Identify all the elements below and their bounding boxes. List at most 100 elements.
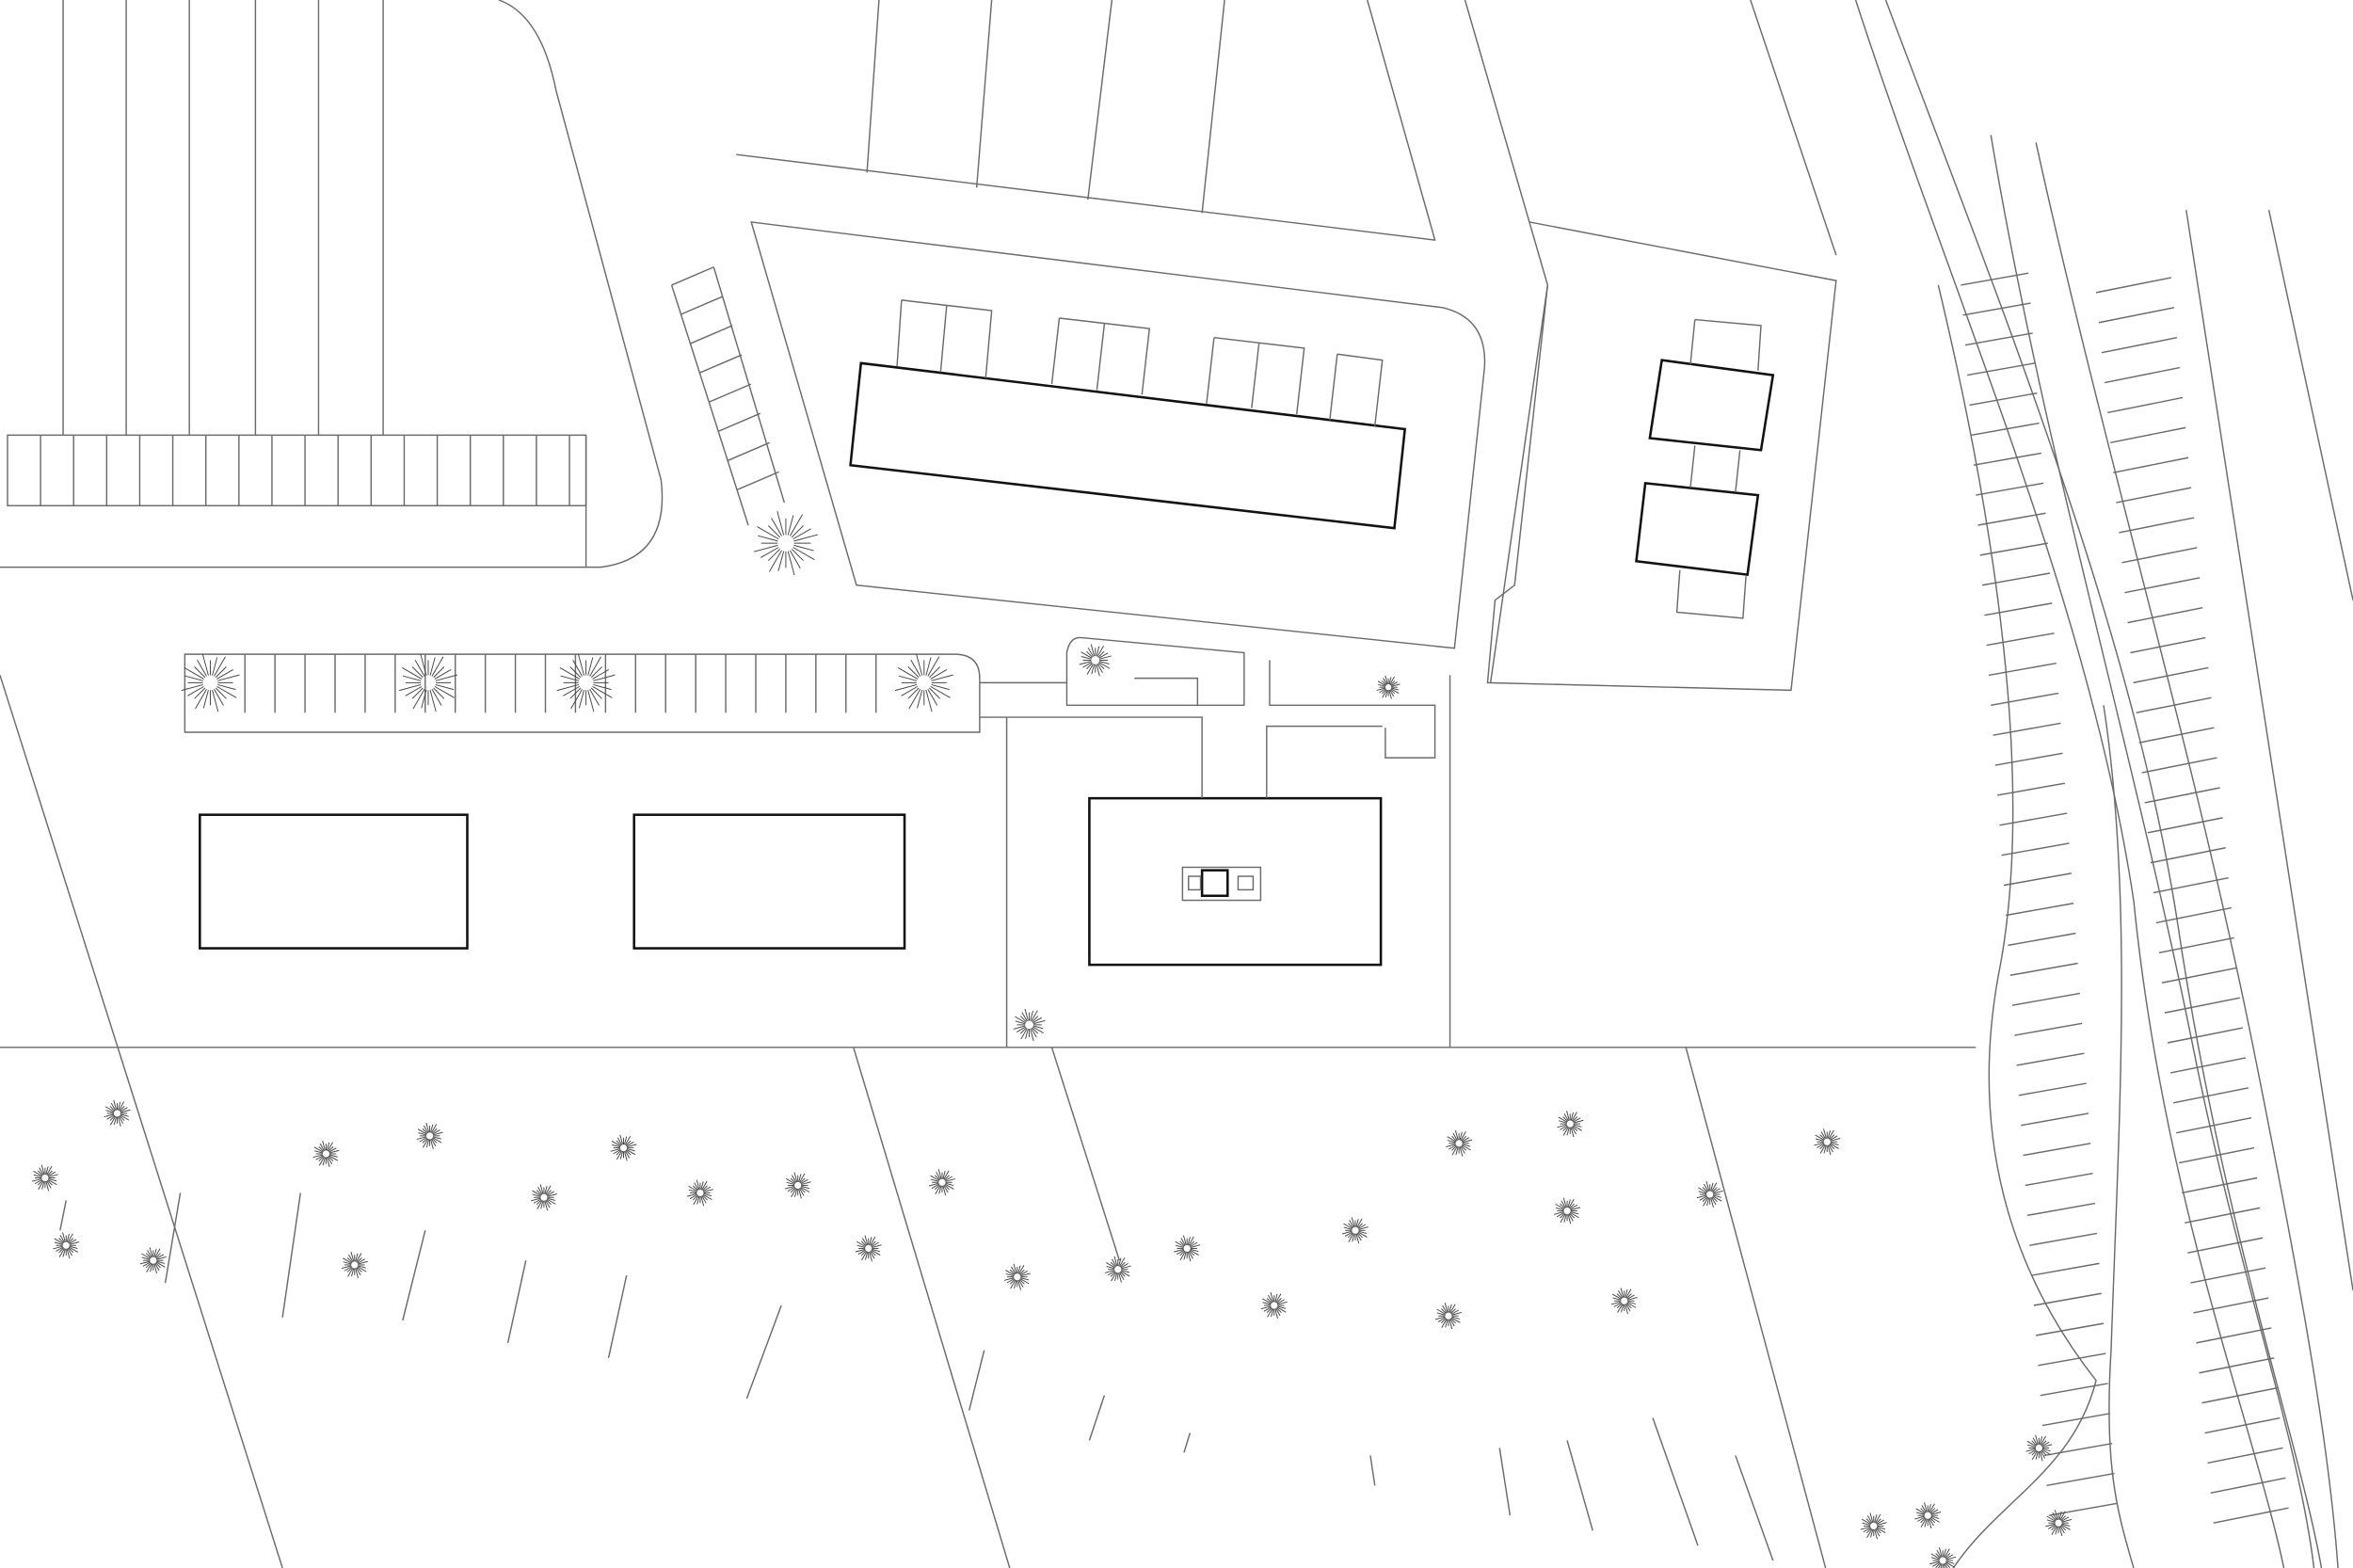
tree-branch: [790, 1187, 796, 1193]
tree-branch: [1086, 663, 1094, 670]
tree-branch: [1267, 1307, 1273, 1318]
tree-branch: [1080, 651, 1093, 659]
tree-branch: [1461, 1137, 1470, 1143]
tree-branch: [1032, 1016, 1043, 1024]
tree-branch: [1572, 1116, 1578, 1122]
tree-branch: [540, 1200, 544, 1209]
tree-branch: [1935, 1553, 1941, 1559]
slope-hatch: [2210, 1477, 2286, 1494]
slope-hatch: [2011, 992, 2081, 1006]
slope-hatch: [1986, 632, 2055, 647]
tree-branch: [1451, 1145, 1458, 1156]
tree-branch: [791, 525, 804, 538]
tree-branch: [1086, 664, 1095, 675]
tree-branch: [1875, 1528, 1881, 1537]
tree-branch: [546, 1198, 556, 1205]
tree-branch: [1558, 1120, 1567, 1124]
tree-branch: [434, 669, 452, 680]
tree-branch: [1118, 1272, 1122, 1283]
tree-branch: [613, 1148, 621, 1155]
slope-hatch: [2182, 1176, 2258, 1194]
tree-branch: [1357, 1232, 1363, 1239]
tree-branch: [1019, 1016, 1027, 1023]
tree-branch: [119, 1105, 125, 1112]
tree-branch: [1025, 1028, 1029, 1039]
trees: [31, 511, 2073, 1568]
tree-branch: [1815, 1138, 1824, 1142]
tree-branch: [1266, 1298, 1273, 1304]
tree-branch: [327, 1142, 334, 1152]
slope-hatch: [2021, 1112, 2089, 1127]
tree-branch: [793, 1172, 798, 1183]
tree-branch: [1711, 1196, 1717, 1206]
tree-branch: [1454, 1129, 1459, 1141]
tree-branch: [1612, 1297, 1622, 1301]
tree-branch: [1352, 1233, 1355, 1242]
slope-hatch: [2006, 903, 2074, 917]
tree-branch: [1814, 1142, 1824, 1146]
tree-branch: [346, 1257, 353, 1263]
tree-branch: [68, 1247, 74, 1254]
tree-branch: [104, 1106, 115, 1112]
tree-branch: [694, 1182, 699, 1191]
slope-hatch: [2018, 1082, 2087, 1096]
tree-branch: [1870, 1528, 1874, 1538]
tree-branch: [1875, 1513, 1881, 1524]
tree-branch: [69, 1245, 78, 1249]
tree-icon: [894, 653, 953, 712]
tree-branch: [702, 1193, 712, 1201]
tree-branch: [153, 1263, 158, 1274]
tree-branch: [1945, 1560, 1955, 1564]
tree-branch: [1357, 1231, 1368, 1238]
tree-branch: [869, 1251, 872, 1262]
tree-branch: [141, 1256, 151, 1260]
tree-branch: [533, 1198, 542, 1204]
slope-hatch: [2113, 456, 2189, 473]
tree-branch: [898, 675, 918, 681]
tree-branch: [1877, 1526, 1886, 1530]
tree-branch: [1277, 1305, 1287, 1309]
tree-branch: [894, 683, 918, 692]
tree-branch: [2041, 1449, 2047, 1456]
tree-branch: [1874, 1514, 1878, 1524]
parking-stall-divider: [717, 412, 761, 433]
slope-hatch: [2169, 1057, 2247, 1074]
tree-branch: [1390, 688, 1400, 694]
tree-branch: [328, 1149, 340, 1154]
tree-branch: [357, 1258, 365, 1264]
tree-branch: [1005, 1273, 1015, 1277]
tree-branch: [2058, 1511, 2062, 1520]
slope-hatch: [1964, 332, 2033, 346]
slope-hatch: [2144, 787, 2220, 804]
tree-branch: [545, 1185, 552, 1195]
tree-branch: [356, 1257, 362, 1263]
tree-branch: [767, 548, 781, 562]
tree-branch: [1568, 1213, 1574, 1222]
tree-branch: [113, 1116, 118, 1126]
tree-branch: [1929, 1508, 1936, 1514]
tree-branch: [1459, 1131, 1463, 1141]
tree-branch: [1921, 1505, 1927, 1513]
slope-hatch: [2213, 1507, 2289, 1524]
slope-hatch: [2150, 847, 2226, 864]
tree-branch: [147, 1250, 152, 1258]
tree-branch: [944, 1176, 953, 1181]
tree-icon: [1434, 1303, 1462, 1330]
tree-branch: [1009, 1269, 1016, 1275]
tree-branch: [1190, 1248, 1199, 1253]
tree-branch: [429, 657, 436, 676]
tree-icon: [1446, 1129, 1473, 1157]
tree-branch: [1570, 1211, 1579, 1215]
tree-branch: [799, 1173, 806, 1183]
slope-hatch: [2164, 997, 2240, 1014]
tree-branch: [1696, 1194, 1707, 1199]
tree-branch: [31, 1177, 42, 1182]
tree-branch: [870, 1250, 876, 1256]
tree-branch: [1019, 1278, 1030, 1285]
tree-branch: [53, 1245, 63, 1250]
tree-branch: [872, 1244, 882, 1248]
tree-branch: [1104, 1270, 1115, 1273]
tree-branch: [1112, 1258, 1117, 1267]
slope-hatch: [2138, 727, 2215, 744]
tree-branch: [201, 653, 209, 676]
